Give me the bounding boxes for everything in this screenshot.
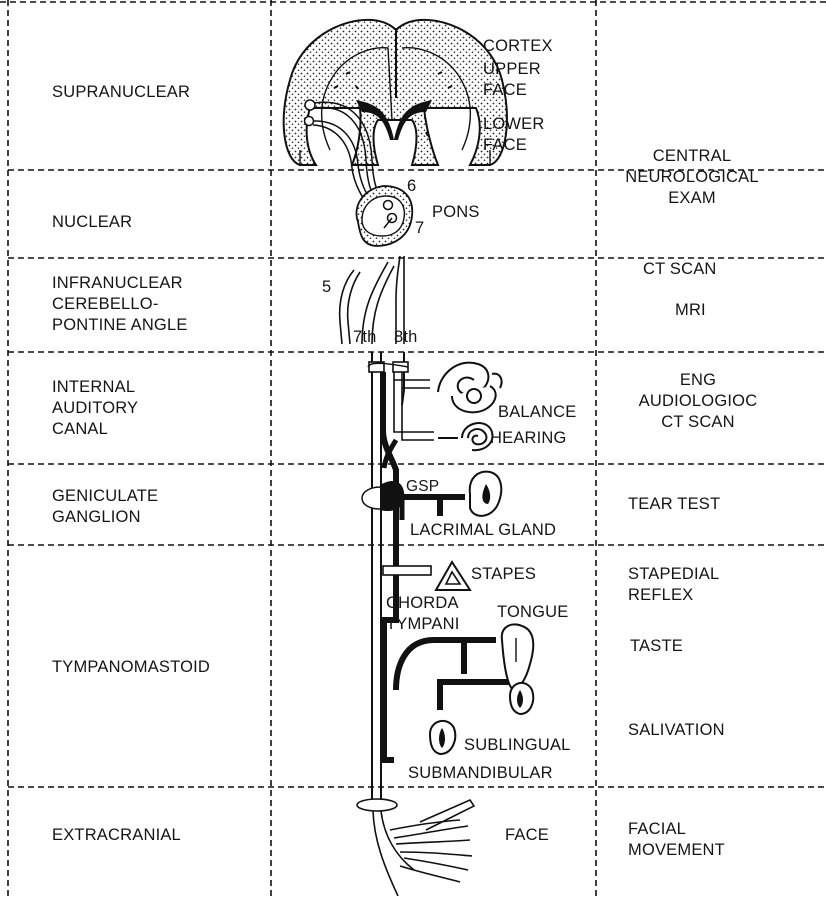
label-nerve-8th: 8th — [394, 327, 418, 348]
test-ct-scan: CT SCAN — [643, 259, 717, 280]
test-taste: TASTE — [630, 636, 683, 657]
label-pons: PONS — [432, 202, 480, 223]
level-infranuclear: INFRANUCLEAR CEREBELLO- PONTINE ANGLE — [52, 273, 188, 336]
label-tongue: TONGUE — [497, 602, 569, 623]
submandibular-gland-icon — [430, 721, 455, 754]
label-lower-face: LOWER FACE — [483, 114, 545, 156]
lacrimal-gland-icon — [470, 472, 502, 516]
label-sublingual: SUBLINGUAL — [464, 735, 571, 756]
facial-branches — [357, 799, 474, 896]
cochlea-icon — [438, 423, 493, 450]
test-tear-test: TEAR TEST — [628, 494, 720, 515]
level-geniculate-ganglion: GENICULATE GANGLION — [52, 486, 158, 528]
level-nuclear: NUCLEAR — [52, 212, 132, 233]
label-lacrimal-gland: LACRIMAL GLAND — [410, 520, 556, 541]
level-internal-auditory-canal: INTERNAL AUDITORY CANAL — [52, 377, 138, 440]
test-eng-audiology-ct: ENG AUDIOLOGIOC CT SCAN — [628, 370, 768, 433]
level-supranuclear: SUPRANUCLEAR — [52, 82, 190, 103]
label-balance: BALANCE — [498, 402, 576, 423]
label-nucleus-6: 6 — [407, 176, 416, 197]
chorda-tympani — [396, 640, 516, 710]
test-salivation: SALIVATION — [628, 720, 725, 741]
label-upper-face: UPPER FACE — [483, 59, 541, 101]
test-facial-movement: FACIAL MOVEMENT — [628, 819, 725, 861]
label-nucleus-7: 7 — [415, 218, 424, 239]
pons-section — [356, 186, 412, 246]
label-nerve-5: 5 — [322, 277, 331, 298]
semicircular-canals-icon — [438, 363, 502, 413]
label-submandibular: SUBMANDIBULAR — [408, 763, 553, 784]
label-gsp: GSP — [406, 476, 439, 497]
label-stapes: STAPES — [471, 564, 536, 585]
level-tympanomastoid: TYMPANOMASTOID — [52, 657, 210, 678]
brain-cortex-section — [284, 20, 507, 166]
test-stapedial-reflex: STAPEDIAL REFLEX — [628, 564, 719, 606]
label-face: FACE — [505, 825, 549, 846]
test-mri: MRI — [675, 300, 706, 321]
label-chorda-tympani: CHORDA TYMPANI — [386, 593, 460, 635]
label-hearing: HEARING — [490, 428, 567, 449]
eighth-nerve-branches — [394, 372, 434, 440]
test-central-neurological-exam: CENTRAL NEUROLOGICAL EXAM — [612, 146, 772, 209]
label-cortex: CORTEX — [483, 36, 553, 57]
level-extracranial: EXTRACRANIAL — [52, 825, 181, 846]
sublingual-gland-icon — [510, 683, 533, 714]
label-nerve-7th: 7th — [353, 327, 377, 348]
